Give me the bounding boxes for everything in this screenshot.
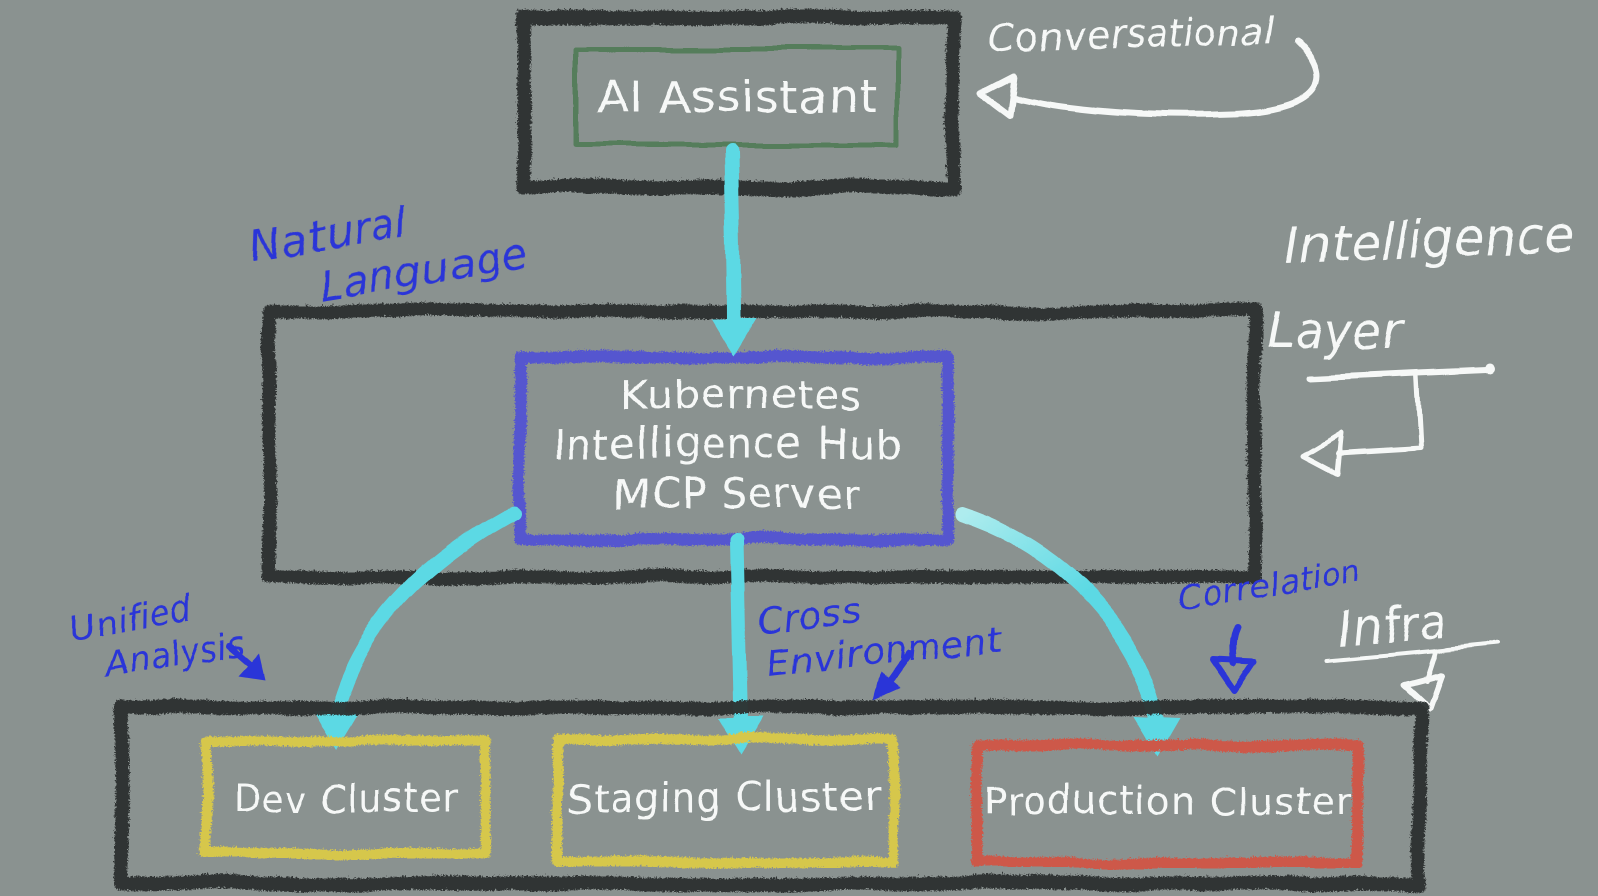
- production-cluster-box: [970, 738, 1362, 868]
- infra-arrowhead-icon: [1399, 671, 1443, 711]
- unified-analysis-arrowhead-icon: [240, 652, 266, 678]
- infra-underline: [1326, 642, 1502, 662]
- ai-assistant-label: AI Assistant: [596, 70, 877, 124]
- conversational-arrow: [1009, 39, 1321, 118]
- node-hub: Kubernetes Intelligence Hub MCP Server: [512, 350, 952, 544]
- arrow-hub-to-production-line: [954, 506, 1166, 728]
- annotation-conversational: Conversational: [978, 9, 1321, 118]
- hub-label-line1: Kubernetes: [619, 372, 861, 420]
- conversational-label: Conversational: [990, 9, 1276, 62]
- hub-label-line3: MCP Server: [615, 470, 861, 518]
- arrow-hub-to-dev: [313, 505, 521, 750]
- node-staging-cluster: Staging Cluster: [551, 733, 897, 865]
- intelligence-layer-underline-dot: [1484, 364, 1494, 374]
- node-production-cluster: Production Cluster: [970, 738, 1362, 868]
- dev-cluster-label: Dev Cluster: [231, 778, 458, 821]
- intelligence-layer-line2: Layer: [1266, 303, 1407, 360]
- intelligence-layer-box: [261, 303, 1261, 583]
- arrow-hub-to-production-arrowhead-icon: [1135, 716, 1181, 756]
- annotation-intelligence-layer: Intelligence Layer: [1266, 207, 1576, 476]
- arrow-hub-to-production: [954, 506, 1181, 756]
- intelligence-layer-arrowhead-icon: [1300, 429, 1344, 476]
- intelligence-layer-underline: [1305, 367, 1489, 381]
- staging-cluster-box: [551, 733, 897, 865]
- cross-environment-arrow: [872, 650, 912, 700]
- unified-analysis-arrow: [227, 641, 266, 678]
- arrow-hub-to-dev-arrowhead-icon: [313, 710, 359, 750]
- infra-label: Infra: [1336, 594, 1449, 657]
- cross-environment-arrowhead-icon: [872, 672, 899, 700]
- arrow-ai-to-hub-line: [724, 145, 741, 329]
- hub-label-line2: Intelligence Hub: [553, 420, 903, 468]
- arrow-hub-to-staging-line: [730, 533, 748, 729]
- dev-cluster-box: [199, 735, 491, 857]
- arrow-hub-to-dev-line: [329, 505, 521, 721]
- arrow-ai-to-hub: [711, 145, 757, 356]
- clusters-container-box: [113, 699, 1425, 889]
- arrow-ai-to-hub-arrowhead-icon: [711, 318, 757, 356]
- annotation-infra: Infra: [1326, 594, 1502, 711]
- intelligence-layer-line1: Intelligence: [1283, 207, 1576, 274]
- conversational-arrowhead-icon: [978, 74, 1017, 118]
- intelligence-layer-pointer-line: [1335, 371, 1424, 456]
- ai-assistant-inner-box: [573, 45, 901, 149]
- staging-cluster-label: Staging Cluster: [567, 777, 882, 822]
- correlation-arrowhead-icon: [1210, 657, 1258, 695]
- production-cluster-label: Production Cluster: [984, 779, 1351, 823]
- node-dev-cluster: Dev Cluster: [199, 735, 491, 857]
